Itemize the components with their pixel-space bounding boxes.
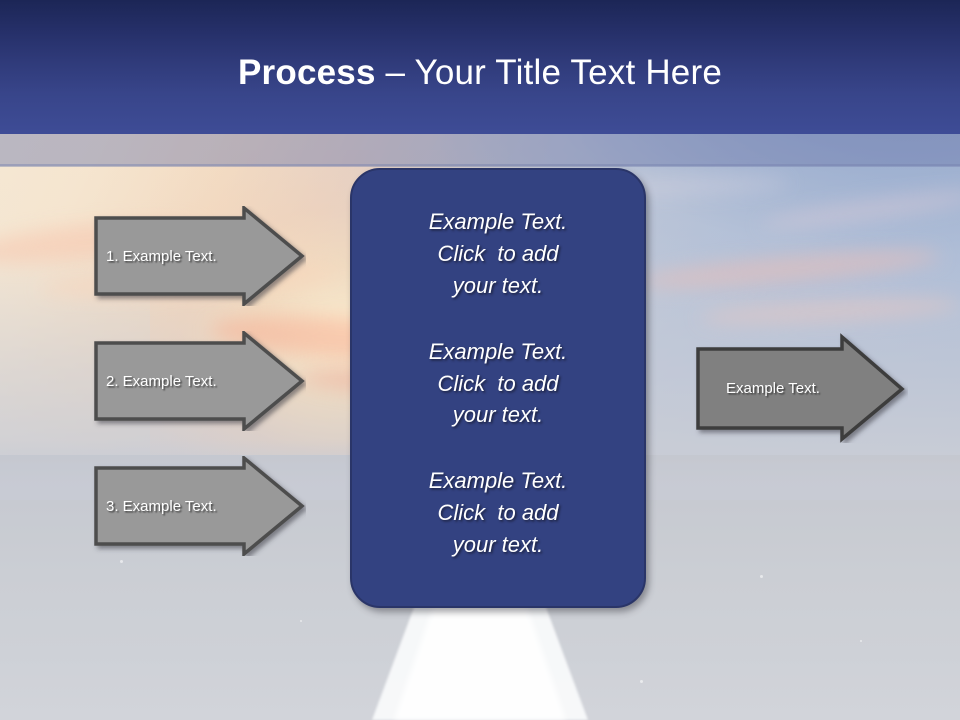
panel-text-line: Click to add — [437, 240, 559, 266]
center-content-panel[interactable]: Example Text. Click to add your text. Ex… — [350, 168, 646, 608]
panel-text-line: Click to add — [437, 500, 559, 526]
left-arrow-1[interactable]: 1. Example Text. — [90, 204, 306, 308]
road-speck — [300, 620, 302, 622]
right-arrow-icon — [94, 204, 305, 308]
right-arrow-icon — [94, 454, 305, 558]
page-title-rest: – Your Title Text Here — [375, 52, 722, 92]
panel-text-line: your text. — [452, 532, 544, 558]
panel-text-line: Click to add — [437, 370, 559, 396]
road-speck — [120, 560, 123, 563]
left-arrow-3[interactable]: 3. Example Text. — [90, 454, 306, 558]
panel-text-line: Example Text. — [428, 468, 568, 494]
left-arrow-2[interactable]: 2. Example Text. — [90, 329, 306, 433]
panel-text-line: your text. — [452, 402, 544, 428]
panel-text-line: your text. — [452, 272, 544, 298]
panel-text-block-3: Example Text. Click to add your text. — [352, 465, 644, 561]
banner-underlay-edge — [0, 164, 960, 167]
road-speck — [760, 575, 763, 578]
page-title: Process – Your Title Text Here — [238, 45, 722, 90]
panel-text-line: Example Text. — [428, 209, 568, 234]
panel-text-line: Example Text. — [428, 338, 568, 364]
panel-text-block-2: Example Text. Click to add your text. — [352, 336, 644, 432]
panel-text-block-1: Example Text. Click to add your text. — [352, 206, 644, 302]
right-arrow-output[interactable]: Example Text. — [692, 333, 908, 443]
page-title-emphasis: Process — [238, 52, 376, 92]
right-arrow-icon — [696, 333, 905, 443]
title-banner: Process – Your Title Text Here — [0, 0, 960, 134]
road-speck — [640, 680, 643, 683]
road-speck — [860, 640, 862, 642]
right-arrow-icon — [94, 329, 305, 433]
banner-underlay-band — [0, 134, 960, 166]
